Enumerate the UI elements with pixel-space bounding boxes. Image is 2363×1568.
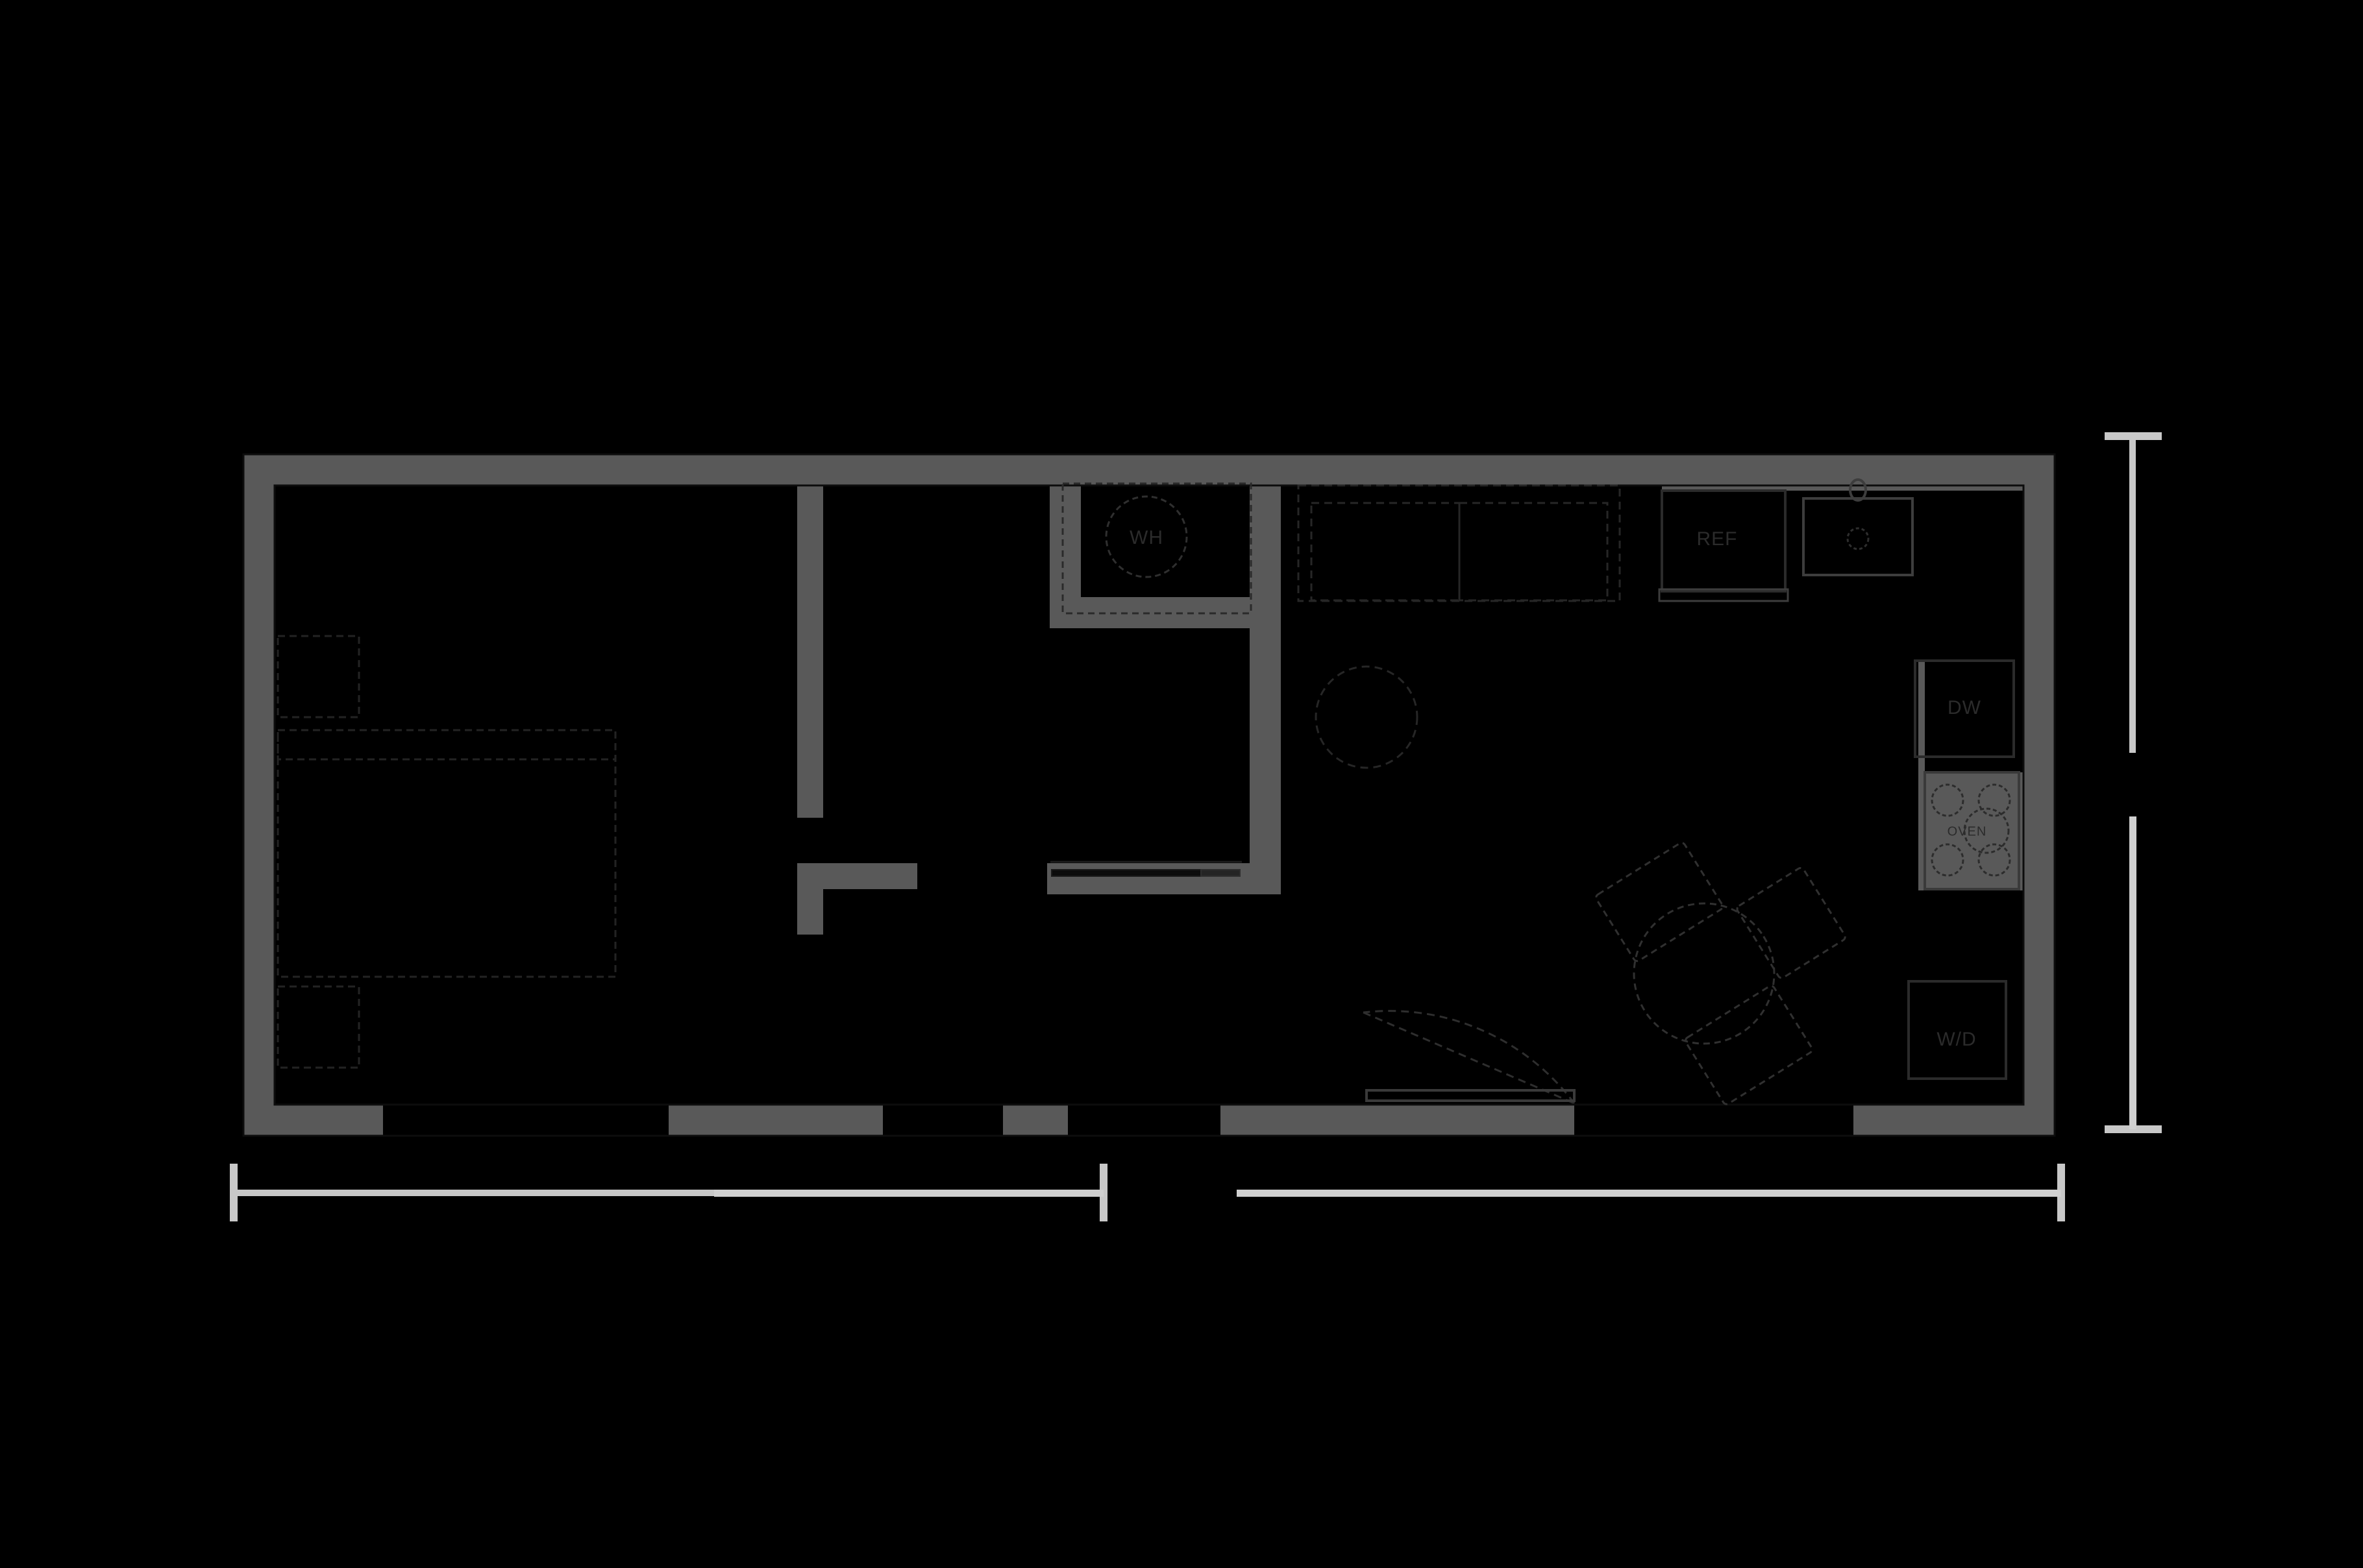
dishwasher-box: [1914, 659, 2015, 758]
dining-chair-north: [1595, 842, 1724, 962]
dining-chair-south: [1685, 985, 1813, 1105]
counter-range-run: [1918, 772, 2023, 890]
sink-drain-icon: [1846, 527, 1870, 550]
sofa-cushion-right: [1458, 502, 1609, 602]
bed-headboard: [277, 729, 617, 761]
kitchen-group: REF DW OVEN W/D: [1658, 478, 2020, 1080]
wall-exterior-bottom-b: [669, 1105, 883, 1136]
nightstand-upper: [277, 635, 360, 718]
water-heater-circle: [1105, 495, 1188, 578]
door-swings: [1363, 1010, 1576, 1105]
oven-center-icon: [1963, 807, 2010, 854]
entry-door-arc: [1363, 1010, 1576, 1104]
entry-door-threshold: [1365, 1089, 1576, 1102]
wall-exterior-right: [2023, 454, 2055, 1136]
bottom-right-dim-highlight: [1237, 1190, 2061, 1197]
right-dim-highlight: [2129, 816, 2136, 1129]
washer-dryer-label: W/D: [1936, 1029, 1976, 1050]
counter-edge-upper: [1918, 662, 1925, 772]
counter-top-run: [1662, 485, 2055, 491]
wall-outlines: [242, 453, 2056, 1137]
wall-exterior-top: [243, 454, 2055, 485]
wall-bedroom-partition-lower: [797, 863, 823, 935]
sink-basin: [1802, 497, 1914, 576]
living-furniture: [1297, 484, 1621, 769]
range-box: [1924, 771, 2020, 890]
sliding-door-panel-a: [1051, 869, 1202, 877]
bathroom-fixtures: [1061, 482, 1252, 615]
dining-chair-east: [1736, 866, 1846, 979]
burner-top-right-icon: [1977, 783, 2011, 817]
walls-group: [243, 454, 2055, 1136]
sliding-door-panel-b: [1200, 869, 1241, 877]
burner-top-left-icon: [1931, 783, 1964, 817]
wall-exterior-bottom-e: [1853, 1105, 2055, 1136]
wall-exterior-left: [243, 454, 275, 1136]
wall-bedroom-stub: [823, 863, 917, 889]
wall-bath-right: [1250, 454, 1281, 870]
dimension-highlights: [714, 816, 2136, 1197]
wall-wh-left: [1050, 454, 1081, 623]
shower-pan: [1061, 482, 1252, 615]
bathroom-sliding-door: [1050, 861, 1242, 877]
bottom-left-dim-highlight: [714, 1190, 1104, 1197]
burner-bottom-right-icon: [1977, 843, 2011, 877]
burner-bottom-left-icon: [1931, 843, 1964, 877]
water-heater-label: WH: [1130, 527, 1163, 548]
washer-dryer-box: [1907, 980, 2007, 1080]
refrigerator-door-face: [1658, 588, 1789, 602]
dishwasher-label: DW: [1948, 697, 1981, 718]
wall-exterior-bottom-a: [243, 1105, 383, 1136]
wall-exterior-bottom-c: [1003, 1105, 1068, 1136]
bedroom-furniture: [277, 635, 617, 1069]
refrigerator-label: REF: [1697, 528, 1738, 550]
oven-label: OVEN: [1948, 824, 1987, 839]
wall-exterior-bottom-d: [1220, 1105, 1574, 1136]
sink-faucet-icon: [1849, 478, 1867, 502]
refrigerator-box: [1661, 489, 1787, 593]
wall-bedroom-partition-upper: [797, 454, 823, 818]
coffee-table-circle: [1315, 665, 1418, 769]
nightstand-lower: [277, 985, 360, 1069]
wall-bath-bottom: [1047, 863, 1281, 894]
